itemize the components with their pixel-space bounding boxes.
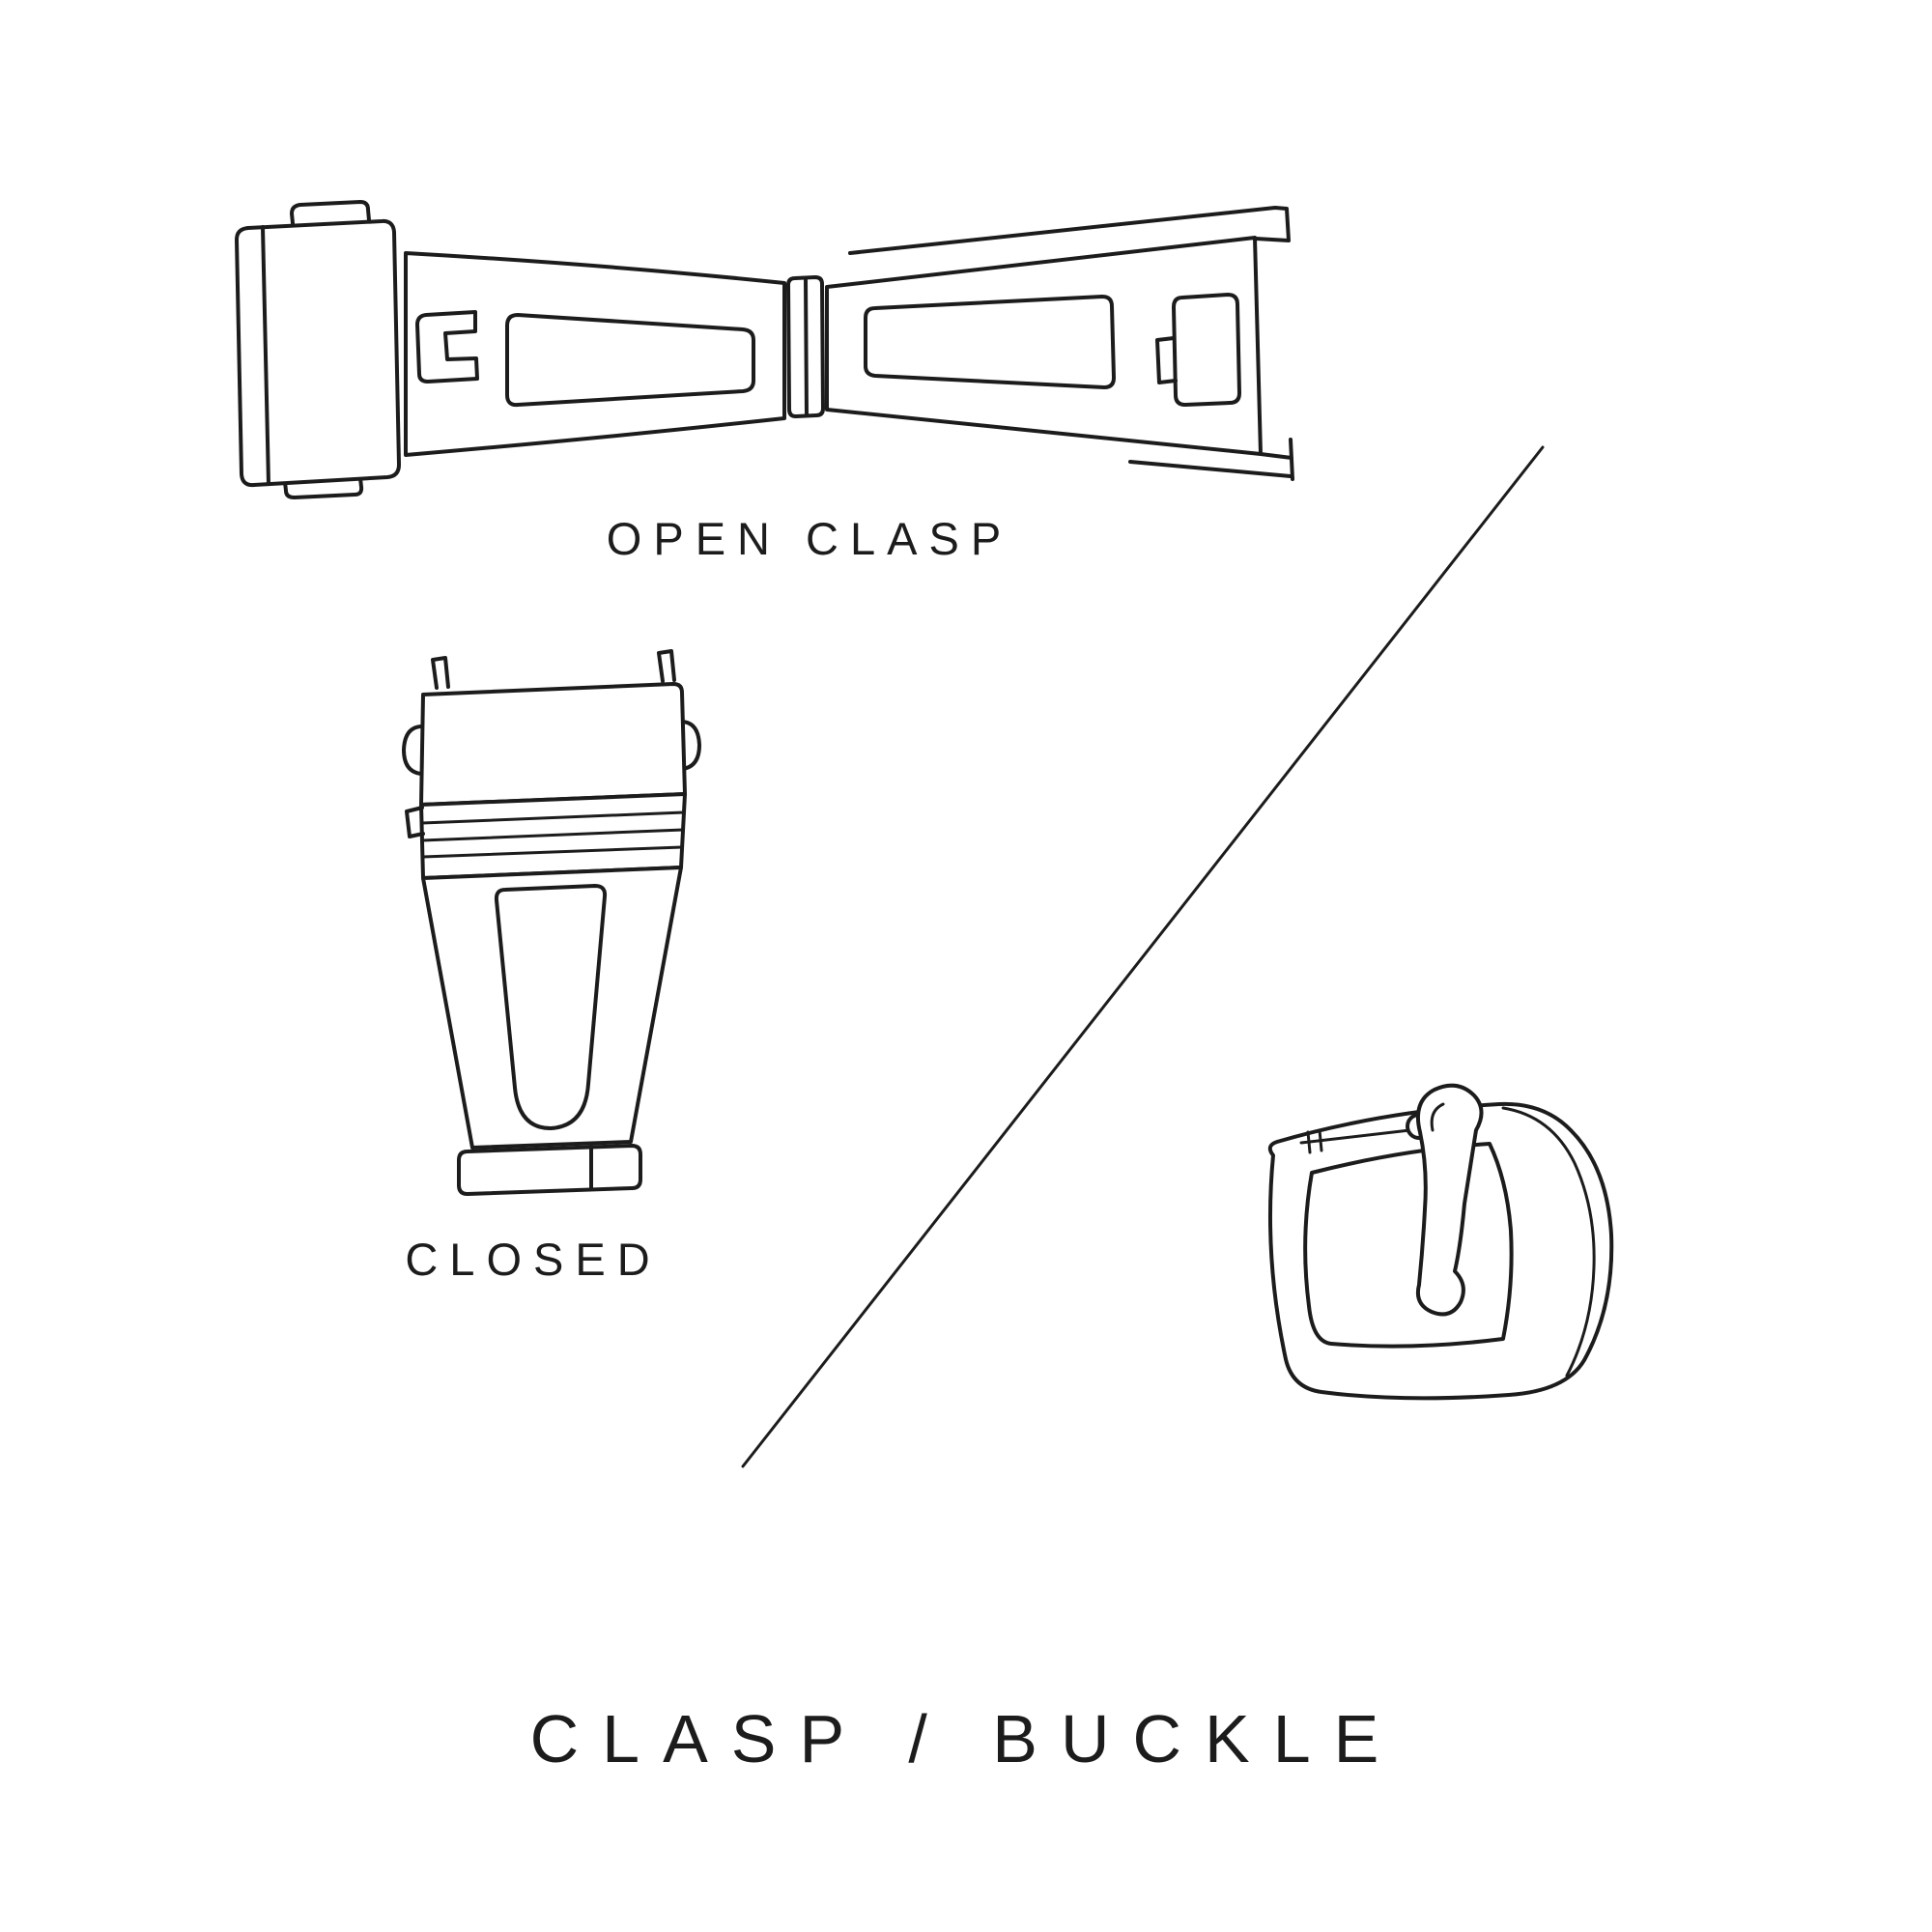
bottom-bar bbox=[457, 1144, 642, 1196]
left-end-link-bottom-tab bbox=[283, 476, 364, 499]
spring-bar-right bbox=[657, 649, 676, 683]
left-arm bbox=[404, 251, 786, 457]
right-end-lip bbox=[1128, 438, 1294, 481]
buckle-tongue-fold bbox=[1430, 1102, 1445, 1132]
band-notch bbox=[405, 806, 425, 838]
center-hinge-line bbox=[804, 276, 809, 417]
buckle-pin-tick-2 bbox=[1318, 1128, 1323, 1152]
band-line-3 bbox=[421, 845, 684, 859]
left-end-link-fold-line bbox=[261, 225, 270, 486]
right-arm-top-flange bbox=[848, 206, 1291, 255]
side-ear-right bbox=[680, 720, 701, 771]
latch-hook bbox=[415, 310, 479, 384]
band-line-1 bbox=[420, 810, 686, 825]
left-end-link bbox=[235, 218, 401, 488]
diagram-title: CLASP / BUCKLE bbox=[529, 1701, 1403, 1776]
right-arm-bracket-hook bbox=[1155, 336, 1178, 384]
open-clasp-illustration bbox=[235, 200, 1294, 499]
band-line-2 bbox=[420, 828, 685, 842]
top-block bbox=[419, 682, 687, 807]
divider-line bbox=[741, 445, 1545, 1468]
buckle-tongue bbox=[1415, 1083, 1484, 1317]
buckle-band-inner-line bbox=[1501, 1106, 1596, 1378]
spring-bar-left bbox=[431, 656, 450, 690]
left-arm-inner-outline bbox=[505, 313, 755, 408]
buckle-pin-tick-1 bbox=[1306, 1130, 1312, 1154]
open-clasp-label: OPEN CLASP bbox=[606, 513, 1013, 564]
right-arm-inner-outline bbox=[864, 295, 1116, 389]
tang-buckle-illustration bbox=[1267, 1083, 1614, 1401]
closed-clasp-label: CLOSED bbox=[405, 1234, 662, 1285]
clasp-body bbox=[421, 866, 683, 1150]
left-end-link-top-tab bbox=[290, 200, 371, 225]
right-arm-bracket bbox=[1172, 293, 1241, 407]
side-ear-left bbox=[402, 724, 423, 776]
clasp-body-inner bbox=[494, 884, 608, 1130]
closed-clasp-illustration bbox=[402, 649, 701, 1196]
